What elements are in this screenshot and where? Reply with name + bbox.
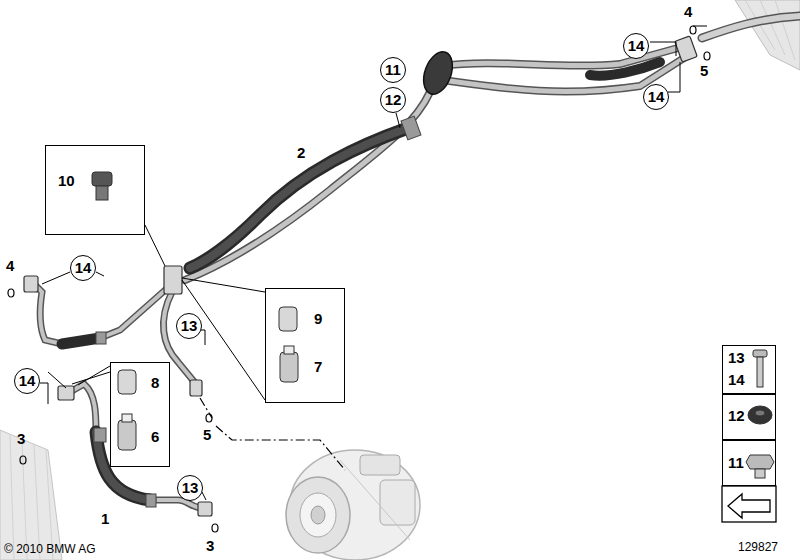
part-number: 5 bbox=[203, 427, 211, 444]
callout-circle: 14 bbox=[14, 368, 40, 394]
callout-number: 8 bbox=[151, 375, 159, 392]
o-rings bbox=[8, 26, 710, 532]
callout-number: 11 bbox=[385, 62, 401, 79]
crimp-sleeves bbox=[94, 116, 421, 507]
footer-note: 129827 bbox=[738, 541, 778, 554]
callout-circle: 13 bbox=[177, 475, 203, 501]
legend-cell: 11 bbox=[722, 440, 776, 486]
callout-number: 7 bbox=[314, 359, 322, 376]
rubber-hoses bbox=[62, 62, 660, 500]
part-number: 3 bbox=[17, 431, 25, 448]
direction-arrow bbox=[728, 494, 770, 518]
legend-cell: 1314 bbox=[722, 345, 776, 394]
callout-number: 13 bbox=[728, 350, 745, 367]
callout-number: 14 bbox=[628, 38, 645, 55]
radiator bbox=[735, 0, 800, 70]
callout-number: 12 bbox=[385, 92, 402, 109]
table-cell bbox=[722, 486, 776, 522]
callout-circle: 11 bbox=[380, 57, 406, 83]
callout-number: 13 bbox=[181, 318, 198, 335]
callout-circle: 12 bbox=[380, 87, 406, 113]
callout-number: 12 bbox=[728, 408, 745, 425]
callout-number: 14 bbox=[19, 373, 36, 390]
part-group-box: 97 bbox=[265, 288, 345, 403]
callout-number: 13 bbox=[182, 480, 199, 497]
callout-circle: 14 bbox=[70, 255, 96, 281]
part-number: 3 bbox=[206, 538, 214, 555]
footer-note: © 2010 BMW AG bbox=[4, 543, 96, 556]
callout-number: 6 bbox=[151, 429, 159, 446]
callout-number: 11 bbox=[728, 455, 744, 472]
callout-number: 14 bbox=[728, 372, 745, 389]
part-number: 1 bbox=[101, 511, 109, 528]
part-number: 5 bbox=[700, 63, 708, 80]
compressor bbox=[286, 450, 420, 560]
condenser bbox=[0, 430, 62, 560]
legend-cell: 12 bbox=[722, 394, 776, 440]
callout-number: 14 bbox=[648, 89, 665, 106]
callout-circle: 14 bbox=[643, 84, 669, 110]
part-number: 4 bbox=[684, 4, 692, 21]
leader-lines bbox=[40, 26, 707, 500]
callout-number: 9 bbox=[314, 311, 322, 328]
callout-circle: 14 bbox=[623, 33, 649, 59]
connection-line bbox=[200, 398, 345, 470]
grommet bbox=[418, 48, 457, 98]
metal-pipes bbox=[34, 16, 800, 508]
fittings bbox=[24, 36, 697, 516]
part-group-box: 86 bbox=[110, 362, 170, 467]
part-group-box: 10 bbox=[45, 145, 145, 235]
callout-number: 14 bbox=[75, 260, 92, 277]
part-number: 4 bbox=[6, 258, 14, 275]
radiator-fins bbox=[745, 0, 795, 60]
part-number: 2 bbox=[297, 145, 305, 162]
condenser-fins bbox=[10, 435, 53, 560]
part-icons bbox=[92, 172, 774, 478]
callout-circle: 13 bbox=[176, 313, 202, 339]
callout-number: 10 bbox=[58, 173, 75, 190]
